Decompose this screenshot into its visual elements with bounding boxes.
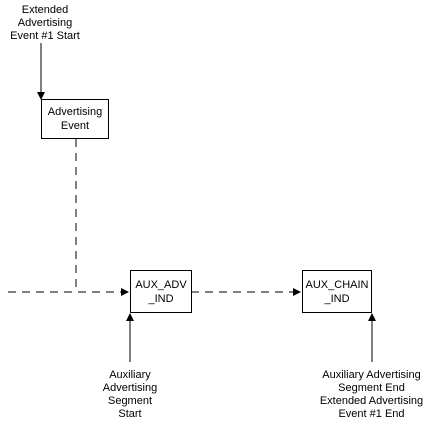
segment-start-label-line: Advertising <box>102 382 158 394</box>
aux-chain-ind-line: _IND <box>324 292 350 305</box>
segment-end-label-line: Auxiliary Advertising <box>322 369 421 381</box>
event-start-label-line: Extended <box>21 4 69 16</box>
segment-start-label-line: Start <box>118 408 142 420</box>
advertising-event-line: Advertising <box>47 106 103 118</box>
aux-adv-ind-line: _IND <box>148 292 174 305</box>
segment-start-label: Auxiliary Advertising Segment Start <box>90 369 170 421</box>
segment-start-label-line: Segment <box>107 395 153 407</box>
segment-end-label: Auxiliary Advertising Segment End Extend… <box>307 369 436 421</box>
segment-end-label-line: Event #1 End <box>338 408 405 420</box>
aux-adv-ind-line: AUX_ADV <box>135 278 187 291</box>
advertising-event-box: Advertising Event <box>41 99 109 139</box>
segment-start-label-line: Auxiliary <box>109 369 151 381</box>
event-start-label: Extended Advertising Event #1 Start <box>0 4 90 43</box>
event-start-label-line: Advertising <box>17 17 73 29</box>
advertising-event-line: Event <box>60 120 90 132</box>
aux-chain-ind-line: AUX_CHAIN <box>305 278 369 291</box>
segment-end-label-line: Extended Advertising <box>319 395 424 407</box>
segment-end-label-line: Segment End <box>338 382 405 394</box>
aux-adv-ind-box: AUX_ADV _IND <box>130 270 192 313</box>
event-start-label-line: Event #1 Start <box>10 30 80 42</box>
aux-chain-ind-box: AUX_CHAIN _IND <box>302 270 372 313</box>
